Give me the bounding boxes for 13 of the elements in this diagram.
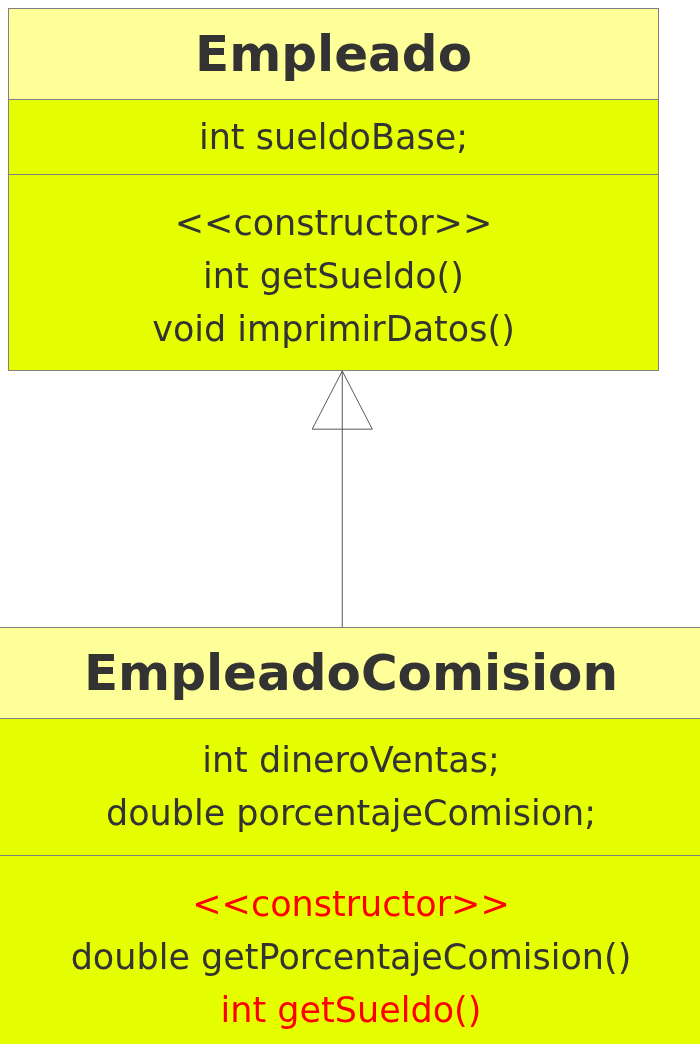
class-box — [8, 8, 659, 371]
class-name: Empleado — [9, 9, 658, 100]
class-name: EmpleadoComision — [0, 628, 700, 719]
method-text: double getPorcentajeComision() — [70, 936, 632, 979]
attribute-text: int sueldoBase; — [198, 115, 469, 159]
method-text: <<constructor>> — [192, 883, 510, 926]
method-text: void imprimirDatos() — [152, 308, 515, 351]
attribute-text: double porcentajeComision; — [105, 792, 597, 835]
attribute-text: int dineroVentas; — [202, 739, 500, 782]
method-text: int getSueldo() — [203, 255, 464, 298]
method-text: <<constructor>> — [174, 202, 493, 245]
method-text: int getSueldo() — [220, 989, 482, 1032]
class-box — [0, 627, 700, 1044]
